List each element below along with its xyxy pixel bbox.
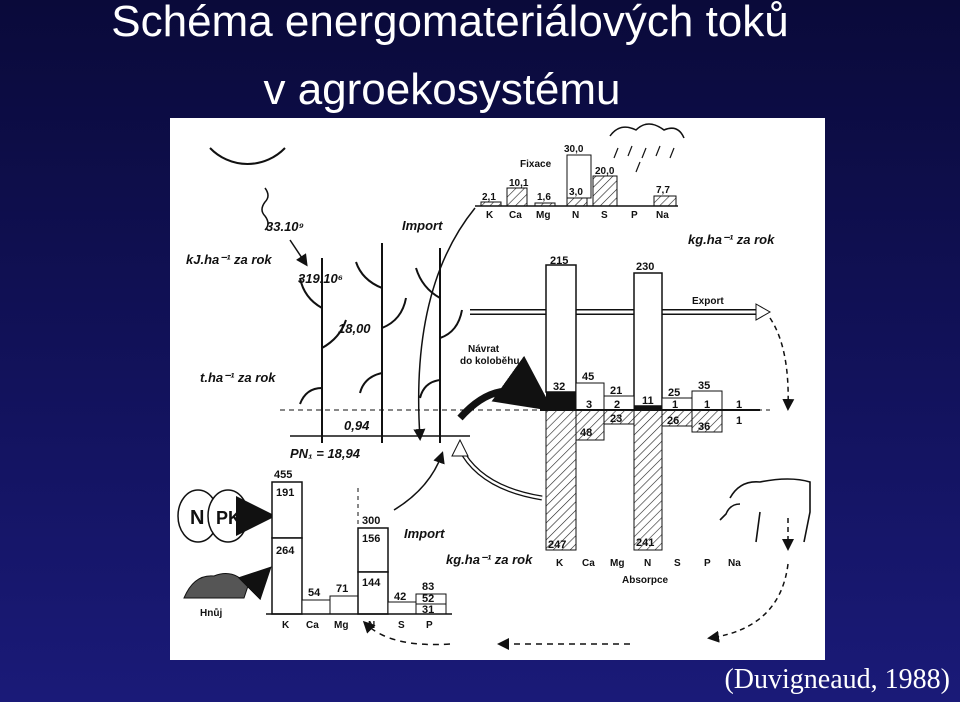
- fix-el-s: S: [601, 210, 608, 221]
- manure-label: Hnůj: [200, 607, 222, 619]
- abs-k: 247: [548, 539, 566, 551]
- in-k-total: 455: [274, 469, 292, 481]
- citation: (Duvigneaud, 1988): [724, 664, 950, 696]
- ret-k: 32: [553, 381, 565, 393]
- energy-fixed-value: 319.10⁶: [298, 271, 343, 286]
- in-s: 42: [394, 591, 406, 603]
- fix-top: 30,0: [564, 144, 584, 155]
- fix-na: 7,7: [656, 185, 670, 196]
- abs-mg: 23: [610, 413, 622, 425]
- energy-unit-label: kJ.ha⁻¹ za rok: [186, 252, 272, 267]
- agroecosystem-flow-diagram: 33.10⁹ kJ.ha⁻¹ za rok 319.10⁶ 18,00 t.ha…: [170, 118, 825, 660]
- biomass-value: 18,00: [338, 321, 371, 336]
- fix-ca: 10,1: [509, 178, 529, 189]
- ret-n: 11: [642, 395, 654, 407]
- abs-na: 1: [736, 415, 742, 427]
- in-el-n: N: [368, 620, 375, 631]
- abs-n: 241: [636, 537, 654, 549]
- fix-el-n: N: [572, 210, 579, 221]
- unit-label-top: kg.ha⁻¹ za rok: [688, 232, 775, 247]
- fix-s: 20,0: [595, 166, 615, 177]
- bag-pk: PK: [216, 508, 241, 528]
- abs-el-p: P: [704, 558, 711, 569]
- export-k: 215: [550, 255, 568, 267]
- fertilizer-bags-icon: N PK: [178, 490, 248, 542]
- in-ca: 54: [308, 587, 321, 599]
- in-p-low: 31: [422, 604, 434, 616]
- return-label-2: do koloběhu: [460, 356, 519, 367]
- fix-el-na: Na: [656, 210, 669, 221]
- abs-el-n: N: [644, 558, 651, 569]
- export-n: 230: [636, 261, 654, 273]
- ret-p: 35: [698, 380, 710, 392]
- export-label: Export: [692, 296, 724, 307]
- ret-s: 25: [668, 387, 680, 399]
- fix-el-k: K: [486, 210, 494, 221]
- import-label-bottom: Import: [404, 526, 445, 541]
- in-mg: 71: [336, 583, 348, 595]
- energy-input-value: 33.10⁹: [266, 219, 304, 234]
- fixace-label: Fixace: [520, 159, 552, 170]
- biomass-unit-label: t.ha⁻¹ za rok: [200, 370, 276, 385]
- slide-title-line1: Schéma energomateriálových toků: [0, 0, 930, 46]
- fix-el-p: P: [631, 210, 638, 221]
- fix-el-mg: Mg: [536, 210, 550, 221]
- abs-s: 26: [667, 415, 679, 427]
- in-el-k: K: [282, 620, 290, 631]
- abs-ca: 48: [580, 427, 592, 439]
- slide-title-line2: v agroekosystému: [0, 66, 922, 114]
- cow-icon: [720, 479, 810, 542]
- abs-el-ca: Ca: [582, 558, 595, 569]
- absorpce-label: Absorpce: [622, 575, 669, 586]
- return-label-1: Návrat: [468, 344, 500, 355]
- manure-pile-icon: [184, 574, 248, 598]
- fix-mg: 1,6: [537, 192, 551, 203]
- abs-el-na: Na: [728, 558, 741, 569]
- ret-mg: 21: [610, 385, 622, 397]
- abs-p: 36: [698, 421, 710, 433]
- in-n-lower: 144: [362, 577, 381, 589]
- fix-el-ca: Ca: [509, 210, 522, 221]
- in-n-upper: 156: [362, 533, 380, 545]
- in-el-s: S: [398, 620, 405, 631]
- primary-production: PN₁ = 18,94: [290, 446, 361, 461]
- abs-el-k: K: [556, 558, 564, 569]
- fix-n: 3,0: [569, 187, 583, 198]
- bag-n: N: [190, 507, 204, 529]
- fix-k: 2,1: [482, 192, 496, 203]
- abs-el-mg: Mg: [610, 558, 624, 569]
- in-p-total: 83: [422, 581, 434, 593]
- sun-icon: [210, 148, 285, 164]
- ret-ca: 45: [582, 371, 594, 383]
- root-value: 0,94: [344, 418, 370, 433]
- abs-el-s: S: [674, 558, 681, 569]
- in-el-p: P: [426, 620, 433, 631]
- rain-cloud-icon: [610, 124, 684, 138]
- in-k-lower: 264: [276, 545, 295, 557]
- unit-label-bottom: kg.ha⁻¹ za rok: [446, 552, 533, 567]
- in-k-upper: 191: [276, 487, 294, 499]
- in-el-ca: Ca: [306, 620, 319, 631]
- import-label-top: Import: [402, 218, 443, 233]
- in-n-total: 300: [362, 515, 380, 527]
- in-el-mg: Mg: [334, 620, 348, 631]
